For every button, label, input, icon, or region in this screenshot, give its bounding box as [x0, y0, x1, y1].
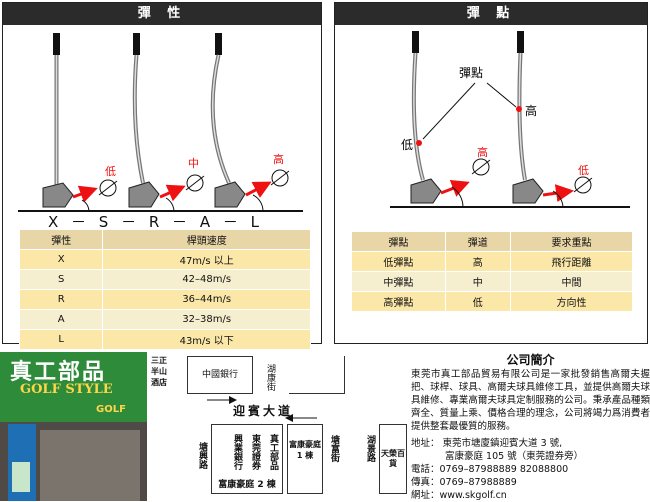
table-cell: S: [18, 269, 104, 290]
table-cell: 高彈點: [351, 291, 446, 312]
map-hujing-block: [289, 356, 345, 394]
company-title: 公司簡介: [506, 353, 555, 367]
table-cell: 中: [444, 271, 511, 292]
map-shop-block: 真工部品 東莞證券 興業銀行 富康豪庭 2 棟: [211, 424, 283, 494]
map-main-road: 迎賓大道: [233, 404, 294, 418]
table-row: X 47m/s 以上: [18, 249, 311, 270]
table-cell: 低彈點: [351, 251, 446, 272]
table-cell: 中間: [509, 271, 634, 292]
map-xingye-bank: 興業銀行: [232, 434, 242, 470]
map-tangxing-road: 塘興路: [195, 432, 209, 478]
flex-speed-table: 彈性 桿頭速度 X 47m/s 以上 S 42–48m/s R 36–44m/s…: [18, 229, 311, 350]
table-row: A 32–38m/s: [18, 309, 311, 330]
company-description: 東莞市真工部品貿易有限公司是一家批發銷售高爾夫握把、球桿、球具、高爾夫球具維修工…: [411, 369, 650, 432]
table-cell: L: [18, 329, 104, 350]
club-r-regular: 中: [128, 33, 205, 212]
kick-point-illustration: 高 低 彈點 高 低: [390, 31, 630, 208]
map-building1-block: 富康豪庭 1 棟: [287, 424, 323, 494]
flex-table-header: 彈性: [18, 229, 104, 250]
table-cell: R: [18, 289, 104, 310]
storefront-photo: 真工部品 GOLF STYLE GOLF: [0, 352, 147, 501]
fax-label: 傳真：: [411, 477, 440, 488]
map-road-arrows: [207, 396, 317, 422]
table-row: L 43m/s 以下: [18, 329, 311, 350]
fax-value: 0769–87988889: [439, 477, 517, 488]
flex-scale-label: X － S － R － A － L: [48, 213, 263, 231]
map-hotel: 三正半山酒店: [149, 355, 169, 393]
map-bank: 中國銀行: [201, 370, 238, 380]
table-cell: 43m/s 以下: [102, 329, 311, 350]
club-high-kick: 低: [512, 31, 593, 208]
address-line-2: 富康豪庭 105 號（東莞證券旁）: [445, 451, 584, 462]
table-cell: 飛行距離: [509, 251, 634, 272]
table-cell: 高: [444, 251, 511, 272]
map-building-1: 富康豪庭 1 棟: [289, 440, 321, 460]
map-bank-block: 中國銀行: [187, 356, 253, 394]
kick-table-header: 要求重點: [509, 231, 634, 252]
kick-table-header: 彈點: [351, 231, 446, 252]
table-cell: 方向性: [509, 291, 634, 312]
golf-style-logo: GOLF STYLE: [20, 382, 113, 397]
map-mall-block: 天榮百貨: [379, 424, 407, 494]
flex-club-illustration: 低 中 高: [18, 33, 303, 212]
map-hujing-road: 湖景路: [363, 428, 377, 468]
table-row: 高彈點 低 方向性: [351, 291, 634, 312]
map-shop: 真工部品: [268, 434, 278, 470]
store-sign-text: 真工部品: [10, 360, 107, 385]
club-low-kick: 高: [410, 31, 491, 208]
table-cell: A: [18, 309, 104, 330]
company-address: 地址： 東莞市塘廈鎮迎賓大道 3 號, 富康豪庭 105 號（東莞證券旁）: [411, 437, 650, 463]
map-tangfu-street: 塘富街: [327, 428, 341, 468]
table-cell: 42–48m/s: [102, 269, 311, 290]
web-label: 網址：: [411, 490, 440, 501]
kick-panel-title: 彈 點: [335, 3, 647, 25]
map-hukang-street: 湖康街: [263, 356, 277, 398]
trajectory-low: 低: [578, 164, 589, 177]
kick-point-table: 彈點 彈道 要求重點 低彈點 高 飛行距離 中彈點 中 中間 高彈點 低 方向性: [351, 231, 634, 312]
shaft-flex-panel: 彈 性 低 中: [2, 2, 322, 350]
table-cell: X: [18, 249, 104, 270]
club-l-ladies: 高: [210, 33, 290, 212]
phone-label: 電話：: [411, 464, 440, 475]
table-cell: 低: [444, 291, 511, 312]
phone-value: 0769–87988889 82088800: [439, 464, 569, 475]
golf-banner-text: GOLF: [96, 404, 126, 415]
marker-low: 低: [105, 165, 116, 178]
flex-panel-title: 彈 性: [3, 3, 321, 25]
address-label: 地址：: [411, 438, 440, 449]
kick-low-label: 低: [401, 138, 413, 152]
table-cell: 中彈點: [351, 271, 446, 292]
company-phone: 電話：0769–87988889 82088800: [411, 463, 650, 476]
kick-table-header: 彈道: [444, 231, 511, 252]
company-website: 網址：www.skgolf.cn: [411, 489, 650, 502]
trajectory-high: 高: [477, 145, 488, 159]
company-fax: 傳真：0769–87988889: [411, 476, 650, 489]
table-cell: 47m/s 以上: [102, 249, 311, 270]
kick-point-panel: 彈 點 高 低: [334, 2, 648, 344]
club-x-stiff: 低: [42, 33, 118, 212]
company-profile: 公司簡介 東莞市真工部品貿易有限公司是一家批發銷售高爾夫握把、球桿、球具、高爾夫…: [411, 352, 650, 501]
address-line-1: 東莞市塘廈鎮迎賓大道 3 號,: [442, 438, 563, 449]
table-row: 中彈點 中 中間: [351, 271, 634, 292]
web-link[interactable]: www.skgolf.cn: [439, 490, 507, 501]
kick-point-label: 彈點: [459, 66, 483, 80]
flex-table-header: 桿頭速度: [102, 229, 311, 250]
map-dongguan-bank: 東莞證券: [250, 434, 260, 470]
marker-high: 高: [273, 152, 284, 166]
table-cell: 36–44m/s: [102, 289, 311, 310]
map-mall: 天榮百貨: [381, 449, 405, 468]
marker-mid: 中: [188, 157, 199, 170]
table-row: 低彈點 高 飛行距離: [351, 251, 634, 272]
table-row: S 42–48m/s: [18, 269, 311, 290]
map-building-2: 富康豪庭 2 棟: [218, 480, 276, 490]
table-row: R 36–44m/s: [18, 289, 311, 310]
kick-high-label: 高: [525, 103, 537, 118]
location-map: 三正半山酒店 中國銀行 湖康街 迎賓大道 塘興路 真工部品 東莞證券 興業銀行 …: [147, 352, 407, 501]
table-cell: 32–38m/s: [102, 309, 311, 330]
